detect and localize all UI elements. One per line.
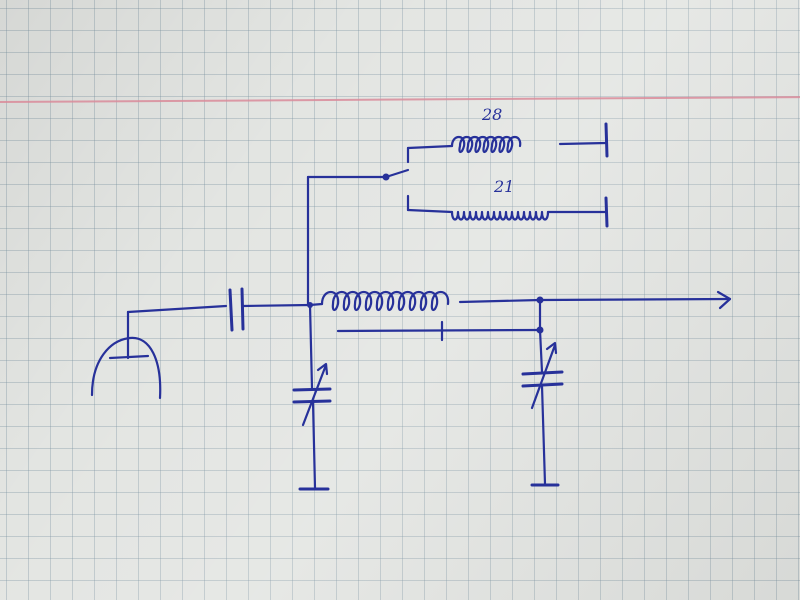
coupling-capacitor bbox=[228, 287, 312, 332]
ground-bar-upper bbox=[604, 122, 609, 158]
variable-capacitor-right bbox=[521, 328, 564, 487]
coil-branch-upper: 28 bbox=[406, 105, 609, 164]
switch-wire bbox=[306, 168, 410, 307]
label-coil-lower: 21 bbox=[493, 177, 514, 196]
main-inductor bbox=[308, 290, 542, 312]
label-coil-upper: 28 bbox=[481, 105, 502, 124]
coil-branch-lower: 21 bbox=[406, 177, 609, 228]
output-line bbox=[536, 290, 732, 310]
antenna-symbol bbox=[90, 304, 228, 400]
switch-arm bbox=[384, 168, 410, 179]
variable-capacitor-left bbox=[292, 303, 332, 491]
ground-bar-lower bbox=[604, 196, 609, 228]
tap-wire bbox=[336, 298, 544, 342]
